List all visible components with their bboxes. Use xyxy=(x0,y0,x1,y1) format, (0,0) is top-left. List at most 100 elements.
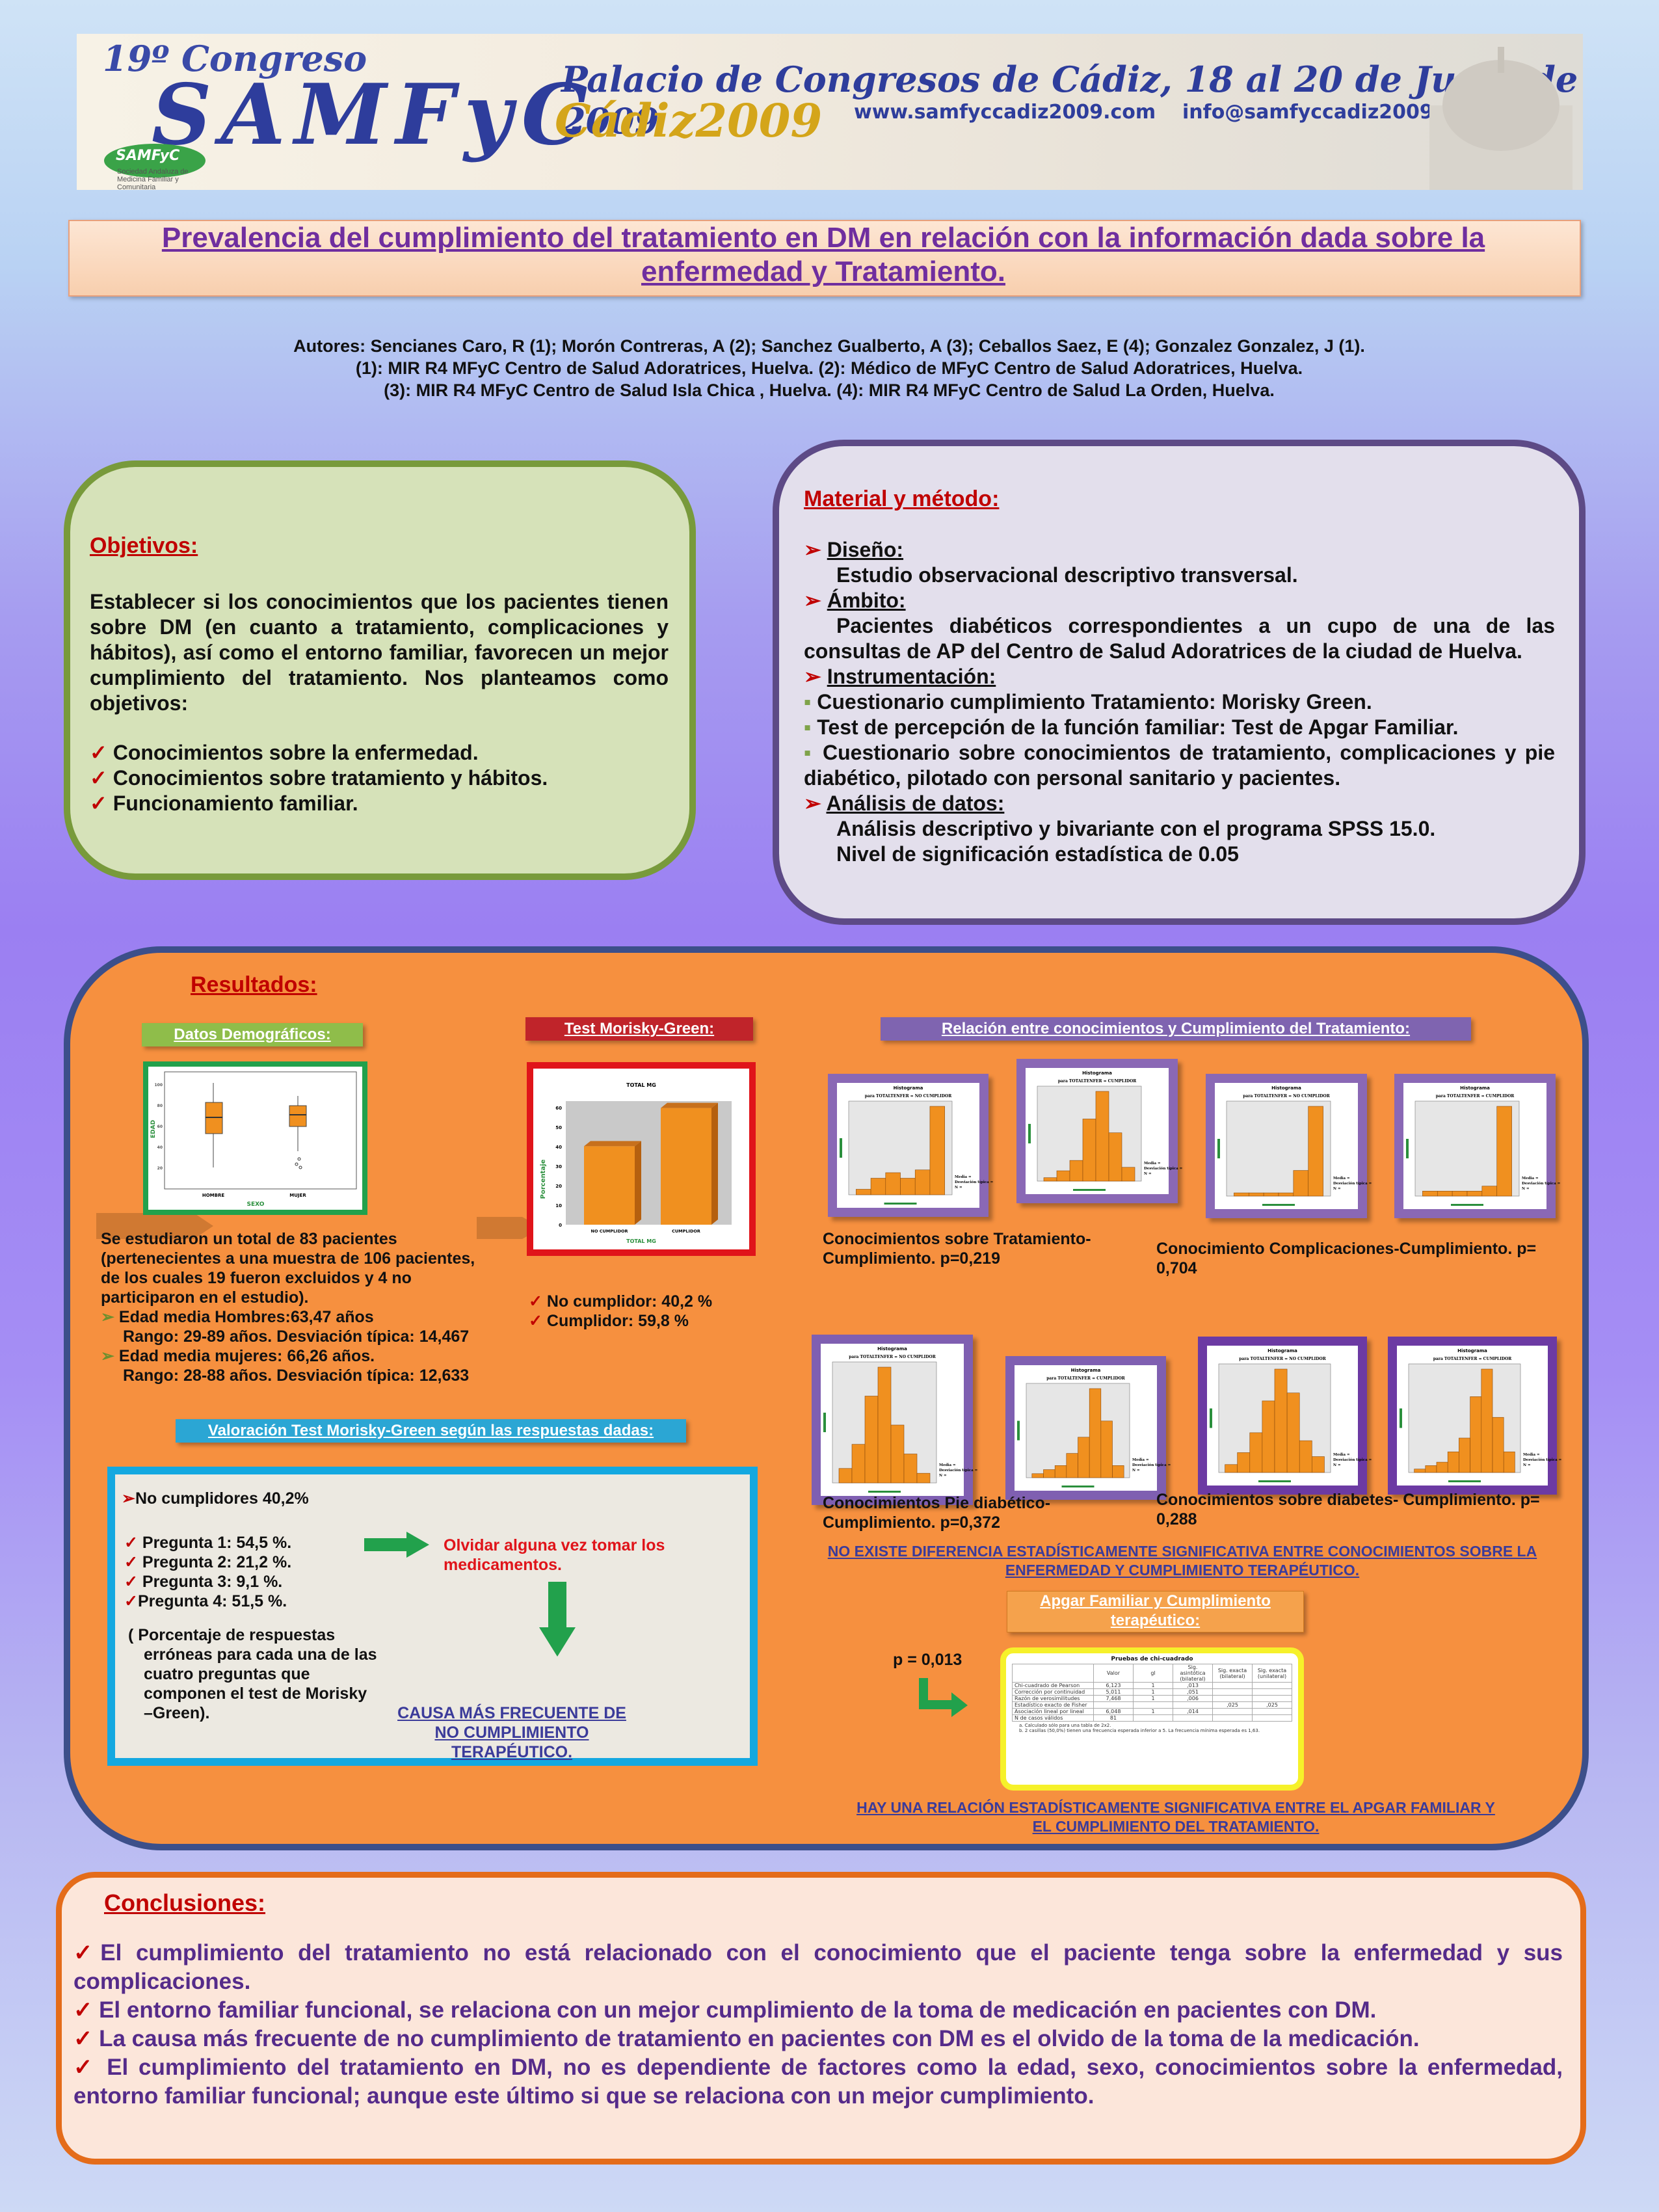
histogram-bar xyxy=(929,1106,945,1195)
histogram-title: Histograma xyxy=(877,1346,907,1352)
histogram-bar xyxy=(1496,1106,1512,1197)
objetivos-panel: Objetivos: Establecer si los conocimient… xyxy=(64,460,696,880)
authors-line: Autores: Sencianes Caro, R (1); Morón Co… xyxy=(293,336,1365,356)
table-cell: Chi-cuadrado de Pearson xyxy=(1012,1682,1094,1689)
histogram-bar xyxy=(1262,1400,1275,1473)
histogram-stats: Desviación típica = xyxy=(955,1180,994,1184)
arrow-bullet-icon: ➢ xyxy=(804,589,827,612)
relacion-label: Relación entre conocimientos y Cumplimie… xyxy=(881,1017,1471,1041)
histogram-stats: Desviación típica = xyxy=(1333,1458,1372,1462)
table-cell: 5,011 xyxy=(1093,1688,1134,1696)
histogram-bar xyxy=(1121,1167,1135,1182)
histogram-stats: N = xyxy=(1333,1463,1341,1467)
y-tick-label: 60 xyxy=(555,1106,562,1111)
table-cell: Sig. exacta (unilateral) xyxy=(1252,1664,1292,1683)
histogram-stats: Desviación típica = xyxy=(1333,1181,1372,1186)
histogram-bar xyxy=(1452,1191,1468,1197)
histogram-bar xyxy=(1249,1432,1263,1473)
cathedral-icon xyxy=(1429,47,1573,190)
histogram-bar xyxy=(1414,1469,1426,1473)
check-icon: ✓ xyxy=(124,1573,142,1591)
histogram-title: Histograma xyxy=(1457,1348,1487,1353)
histogram-xlabel-mark xyxy=(868,1491,901,1493)
table-cell: Corrección por continuidad xyxy=(1012,1688,1094,1696)
samfyc-logo-icon xyxy=(104,144,206,178)
table-cell: Asociación lineal por lineal xyxy=(1012,1708,1094,1715)
demo-text-block: Se estudiaron un total de 83 pacientes (… xyxy=(101,1230,475,1385)
histogram-xlabel-mark xyxy=(1448,1480,1481,1482)
table-cell: Estadístico exacto de Fisher xyxy=(1012,1701,1094,1709)
down-arrow-icon xyxy=(539,1582,576,1657)
histogram-ylabel-mark xyxy=(1017,1420,1020,1441)
histogram-bar xyxy=(1069,1160,1083,1182)
histogram-bar xyxy=(1066,1453,1078,1478)
val-questions: ✓ Pregunta 1: 54,5 %. ✓ Pregunta 2: 21,2… xyxy=(124,1534,292,1610)
histogram-bar xyxy=(916,1472,931,1484)
list-item: ✓El cumplimiento del tratamiento no está… xyxy=(73,1940,1563,1994)
check-icon: ✓ xyxy=(90,766,113,790)
histogram-bar xyxy=(1237,1452,1251,1473)
table-note: b. 2 casillas (50,0%) tienen una frecuen… xyxy=(1019,1728,1260,1733)
title-box xyxy=(68,220,1581,297)
histogram-stats: Media = xyxy=(939,1463,956,1467)
check-icon: ✓ xyxy=(90,792,113,815)
histogram-ylabel-mark xyxy=(1210,1408,1212,1428)
table-cell: ,025 xyxy=(1212,1701,1253,1709)
table-cell: 1 xyxy=(1133,1708,1173,1715)
table-cell xyxy=(1252,1714,1292,1722)
caption-4: Conocimientos sobre diabetes- Cumplimien… xyxy=(1156,1491,1540,1528)
histogram-xlabel-mark xyxy=(1073,1189,1106,1191)
mg-chart-svg: TOTAL MG Porcentaje TOTAL MG 60504030201… xyxy=(540,1082,732,1244)
histogram-bar xyxy=(1112,1465,1124,1478)
banner-congress: 19º Congreso xyxy=(103,38,367,79)
histogram-bar xyxy=(1470,1396,1482,1473)
histogram-bar xyxy=(1447,1451,1459,1473)
histogram-bar xyxy=(914,1169,931,1195)
histogram-subtitle: para TOTALTENFER = CUMPLIDOR xyxy=(1046,1376,1126,1381)
morisky-green-label: Test Morisky-Green: xyxy=(525,1017,753,1041)
histogram-bar xyxy=(1481,1368,1493,1473)
table-cell: Sig. asintótica (bilateral) xyxy=(1173,1664,1213,1683)
table-cell xyxy=(1173,1701,1213,1709)
conclusiones-heading: Conclusiones: xyxy=(104,1889,266,1916)
table-cell: gl xyxy=(1133,1664,1173,1683)
histogram-bar xyxy=(1054,1465,1067,1478)
histogram-bar xyxy=(1043,1177,1057,1182)
histogram-title: Histograma xyxy=(1271,1086,1301,1091)
banner-website: www.samfyccadiz2009.com xyxy=(854,101,1156,124)
histogram-bar xyxy=(1467,1191,1483,1197)
histogram-bar xyxy=(1425,1465,1437,1473)
histogram-bar xyxy=(1286,1392,1300,1473)
table-cell: Sig. exacta (bilateral) xyxy=(1212,1664,1253,1683)
histogram-stats: Desviación típica = xyxy=(1523,1458,1562,1462)
histogram-bar xyxy=(1031,1473,1044,1478)
square-bullet-icon: ▪ xyxy=(804,715,817,739)
histogram-xlabel-mark xyxy=(1262,1204,1295,1206)
objetivos-intro: Establecer si los conocimientos que los … xyxy=(90,590,669,715)
affiliation-line: (3): MIR R4 MFyC Centro de Salud Isla Ch… xyxy=(384,380,1275,400)
histogram-ylabel-mark xyxy=(1406,1139,1409,1158)
histogram-bar xyxy=(1263,1192,1279,1197)
histogram-bar xyxy=(1082,1119,1096,1182)
list-item: ✓ La causa más frecuente de no cumplimie… xyxy=(73,2026,1420,2051)
histogram-bar xyxy=(1100,1420,1113,1478)
y-tick-label: 10 xyxy=(555,1203,562,1208)
histogram-bar xyxy=(1436,1461,1448,1473)
banner-city-year: Cádiz2009 xyxy=(555,94,823,148)
table-cell: Valor xyxy=(1093,1664,1134,1683)
table-cell xyxy=(1173,1714,1213,1722)
histogram-stats: Media = xyxy=(1523,1453,1540,1457)
table-cell: ,014 xyxy=(1173,1708,1213,1715)
check-icon: ✓ xyxy=(73,1940,101,1965)
